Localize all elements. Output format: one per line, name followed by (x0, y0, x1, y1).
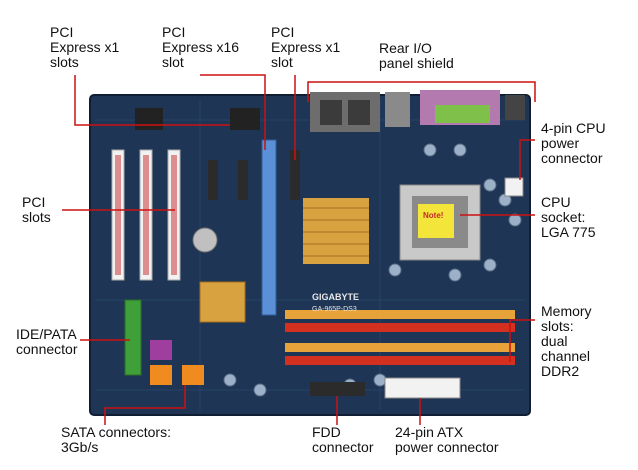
pcie-x1-slot-3 (290, 150, 300, 200)
label-atx-power-connector: 24-pin ATX power connector (395, 424, 499, 455)
label-pci-express-x1-slots: PCI Express x1 slots (50, 24, 120, 70)
southbridge-heatsink (199, 281, 246, 323)
pci-slots (111, 149, 181, 281)
label-pci-slots: PCI slots (22, 194, 51, 225)
pcie-x1-slot-2 (238, 160, 248, 200)
io-chip (230, 108, 260, 130)
northbridge-heatsink (303, 198, 369, 264)
pcie-x1-slot-1 (208, 160, 218, 200)
pcie-x16-slot (261, 139, 277, 316)
label-pci-express-x16-slot: PCI Express x16 slot (162, 24, 240, 70)
fdd-connector (310, 382, 365, 396)
label-ide-pata-connector: IDE/PATA connector (16, 326, 78, 357)
label-rear-io-panel-shield: Rear I/O panel shield (379, 40, 454, 71)
label-sata-connectors: SATA connectors: 3Gb/s (61, 424, 171, 455)
rear-io-panel (310, 90, 525, 132)
ide-connector (124, 299, 142, 376)
label-cpu-socket: CPU socket: LGA 775 (541, 194, 596, 240)
cpu-power-connector (504, 177, 524, 197)
memory-slots (285, 310, 515, 365)
label-cpu-power-connector: 4-pin CPU power connector (541, 120, 606, 166)
label-memory-slots: Memory slots: dual channel DDR2 (541, 303, 592, 379)
socket-note: Note! (423, 211, 443, 220)
atx-power-connector (384, 377, 461, 399)
cmos-battery (192, 227, 218, 253)
cpu-socket (399, 184, 481, 261)
sata-connectors (150, 340, 204, 385)
label-pci-express-x1-slot: PCI Express x1 slot (271, 24, 341, 70)
board-model: GA-965P-DS3 (312, 306, 357, 313)
label-fdd-connector: FDD connector (312, 424, 374, 455)
bios-chip (135, 108, 163, 130)
board-brand: GIGABYTE (312, 292, 359, 302)
callout-lines (62, 74, 536, 425)
